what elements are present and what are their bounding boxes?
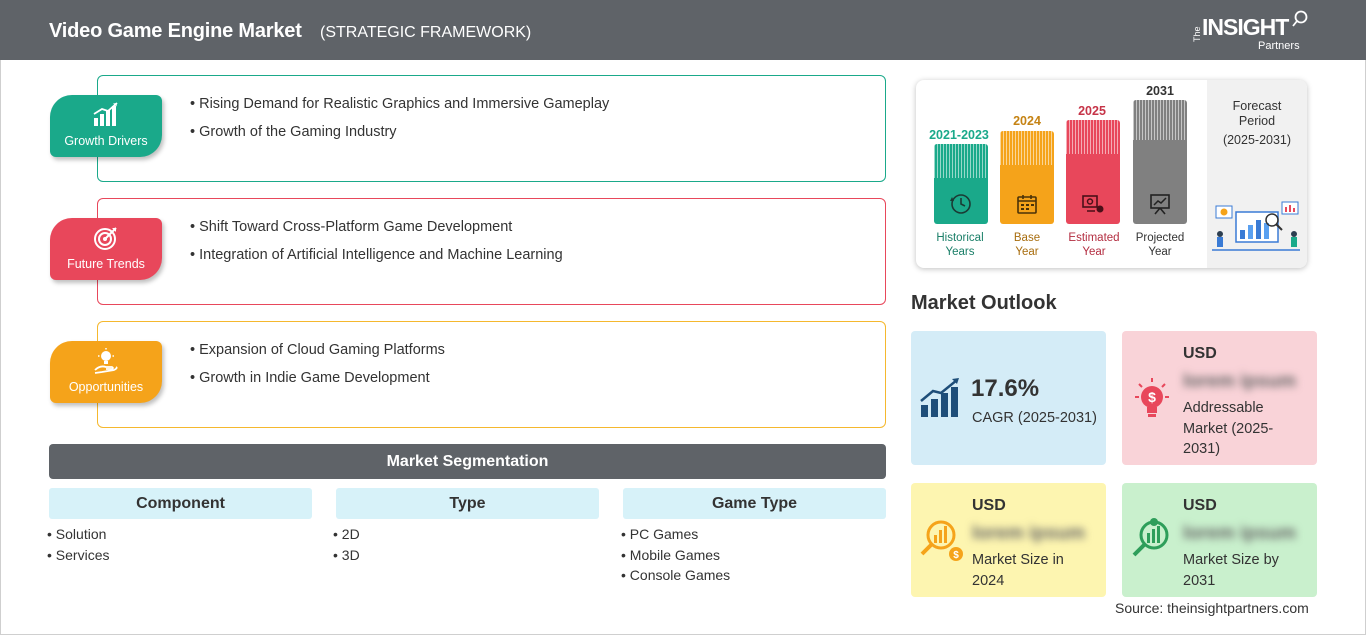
- estimated-caption-line1: Estimated: [1068, 232, 1120, 244]
- historical-caption-line1: Historical: [936, 232, 984, 244]
- list-item: Shift Toward Cross-Platform Game Develop…: [190, 219, 563, 247]
- cagr-label: CAGR (2025-2031): [972, 410, 1097, 426]
- base-year-bar: [1000, 131, 1054, 224]
- source-credit: Source: theinsightpartners.com: [1115, 600, 1309, 616]
- estimated-caption-line2: Year: [1082, 246, 1106, 258]
- logo-partners: Partners: [1258, 40, 1300, 52]
- svg-text:$: $: [1148, 389, 1156, 405]
- size-2031-value: lorem ipsum: [1183, 523, 1296, 544]
- list-item: Rising Demand for Realistic Graphics and…: [190, 96, 609, 124]
- size-2031-currency: USD: [1183, 497, 1217, 514]
- page-subtitle: (STRATEGIC FRAMEWORK): [320, 24, 532, 41]
- list-item: Growth of the Gaming Industry: [190, 124, 609, 152]
- dollar-lightbulb-icon: $: [1135, 378, 1169, 417]
- historical-years-caption: Historical Years: [920, 231, 1000, 259]
- analytics-team-illustration-icon: [1212, 201, 1300, 251]
- growth-drivers-card: Rising Demand for Realistic Graphics and…: [97, 75, 886, 182]
- estimate-settings-icon: [1082, 195, 1104, 213]
- segment-type-header: Type: [336, 488, 599, 519]
- list-item: Expansion of Cloud Gaming Platforms: [190, 342, 445, 370]
- segment-type-list: 2D 3D: [333, 526, 360, 567]
- list-item: Solution: [47, 526, 109, 547]
- list-item: Integration of Artificial Intelligence a…: [190, 247, 563, 275]
- projection-board-icon: [1150, 194, 1170, 215]
- addressable-value: lorem ipsum: [1183, 371, 1296, 392]
- history-clock-icon: [950, 194, 971, 214]
- base-caption-line1: Base: [1013, 232, 1041, 244]
- cagr-value: 17.6%: [971, 375, 1040, 402]
- future-trends-label: Future Trends: [67, 257, 145, 271]
- future-trends-badge: Future Trends: [50, 218, 162, 280]
- estimated-year-bar: [1066, 120, 1120, 224]
- list-item: Services: [47, 547, 110, 568]
- segment-game-type-list: PC Games Mobile Games Console Games: [621, 526, 730, 588]
- svg-text:$: $: [953, 550, 959, 561]
- size-2031-label: Market Size by 2031: [1183, 552, 1279, 589]
- projected-year-label: 2031: [1146, 84, 1174, 98]
- list-item: PC Games: [621, 526, 730, 547]
- list-item: Mobile Games: [621, 547, 730, 568]
- page-title: Video Game Engine Market: [49, 20, 302, 42]
- growth-drivers-list: Rising Demand for Realistic Graphics and…: [190, 96, 609, 152]
- lightbulb-hand-icon: [94, 348, 118, 374]
- insight-partners-logo: The INSIGHT Partners: [1192, 10, 1312, 54]
- list-item: Growth in Indie Game Development: [190, 370, 445, 398]
- projected-year-caption: Projected Year: [1120, 231, 1200, 259]
- forecast-line1: Forecast: [1232, 99, 1282, 113]
- projected-caption-line2: Year: [1148, 246, 1172, 258]
- opportunities-list: Expansion of Cloud Gaming Platforms Grow…: [190, 342, 445, 398]
- future-trends-list: Shift Toward Cross-Platform Game Develop…: [190, 219, 563, 275]
- market-outlook-title: Market Outlook: [911, 292, 1057, 314]
- historical-years-bar: [934, 144, 988, 224]
- projected-caption-line1: Projected: [1135, 232, 1185, 244]
- header-bar: Video Game Engine Market (STRATEGIC FRAM…: [0, 0, 1366, 60]
- segment-component-header: Component: [49, 488, 312, 519]
- list-item: 3D: [333, 547, 360, 568]
- historical-caption-line2: Years: [945, 246, 975, 258]
- market-forecast-magnifier-icon: [1132, 518, 1169, 557]
- segment-component-list: Solution Services: [47, 526, 110, 568]
- forecast-line3: (2025-2031): [1222, 133, 1292, 147]
- estimated-year-caption: Estimated Year: [1054, 231, 1134, 259]
- segment-game-type-header: Game Type: [623, 488, 886, 519]
- growth-drivers-label: Growth Drivers: [64, 134, 148, 148]
- market-size-2031-tile: USD lorem ipsum Market Size by 2031: [1122, 483, 1317, 597]
- opportunities-label: Opportunities: [68, 380, 144, 394]
- bar-chart-growth-icon: [93, 102, 118, 126]
- opportunities-card: Expansion of Cloud Gaming Platforms Grow…: [97, 321, 886, 428]
- market-size-2024-tile: USD lorem ipsum $ Market Size in 2024: [911, 483, 1106, 597]
- logo-insight: INSIGHT: [1202, 14, 1289, 40]
- list-item: 2D: [333, 526, 360, 547]
- market-size-magnifier-icon: $: [920, 520, 963, 561]
- base-year-label: 2024: [1013, 114, 1041, 128]
- logo-the: The: [1192, 26, 1202, 42]
- estimated-year-label: 2025: [1078, 104, 1106, 118]
- cagr-tile: 17.6% CAGR (2025-2031): [911, 331, 1106, 465]
- addressable-currency: USD: [1183, 345, 1217, 362]
- future-trends-card: Shift Toward Cross-Platform Game Develop…: [97, 198, 886, 305]
- logo-magnifier-icon: [1292, 10, 1308, 27]
- size-2024-value: lorem ipsum: [972, 523, 1085, 544]
- projected-year-bar: [1133, 100, 1187, 224]
- size-2024-label: Market Size in 2024: [972, 552, 1064, 589]
- forecast-line2: Period: [1238, 114, 1276, 128]
- growth-drivers-badge: Growth Drivers: [50, 95, 162, 157]
- opportunities-badge: Opportunities: [50, 341, 162, 403]
- growth-chart-icon: [920, 378, 959, 417]
- target-icon: [94, 227, 117, 250]
- base-year-caption: Base Year: [987, 231, 1067, 259]
- calendar-icon: [1017, 195, 1037, 214]
- market-segmentation-bar: Market Segmentation: [49, 444, 886, 479]
- addressable-market-tile: USD lorem ipsum $ Addressable Market (20…: [1122, 331, 1317, 465]
- base-caption-line2: Year: [1015, 246, 1039, 258]
- addressable-label: Addressable Market (2025-2031): [1183, 400, 1274, 457]
- size-2024-currency: USD: [972, 497, 1006, 514]
- list-item: Console Games: [621, 567, 730, 588]
- historical-years-label: 2021-2023: [929, 128, 989, 142]
